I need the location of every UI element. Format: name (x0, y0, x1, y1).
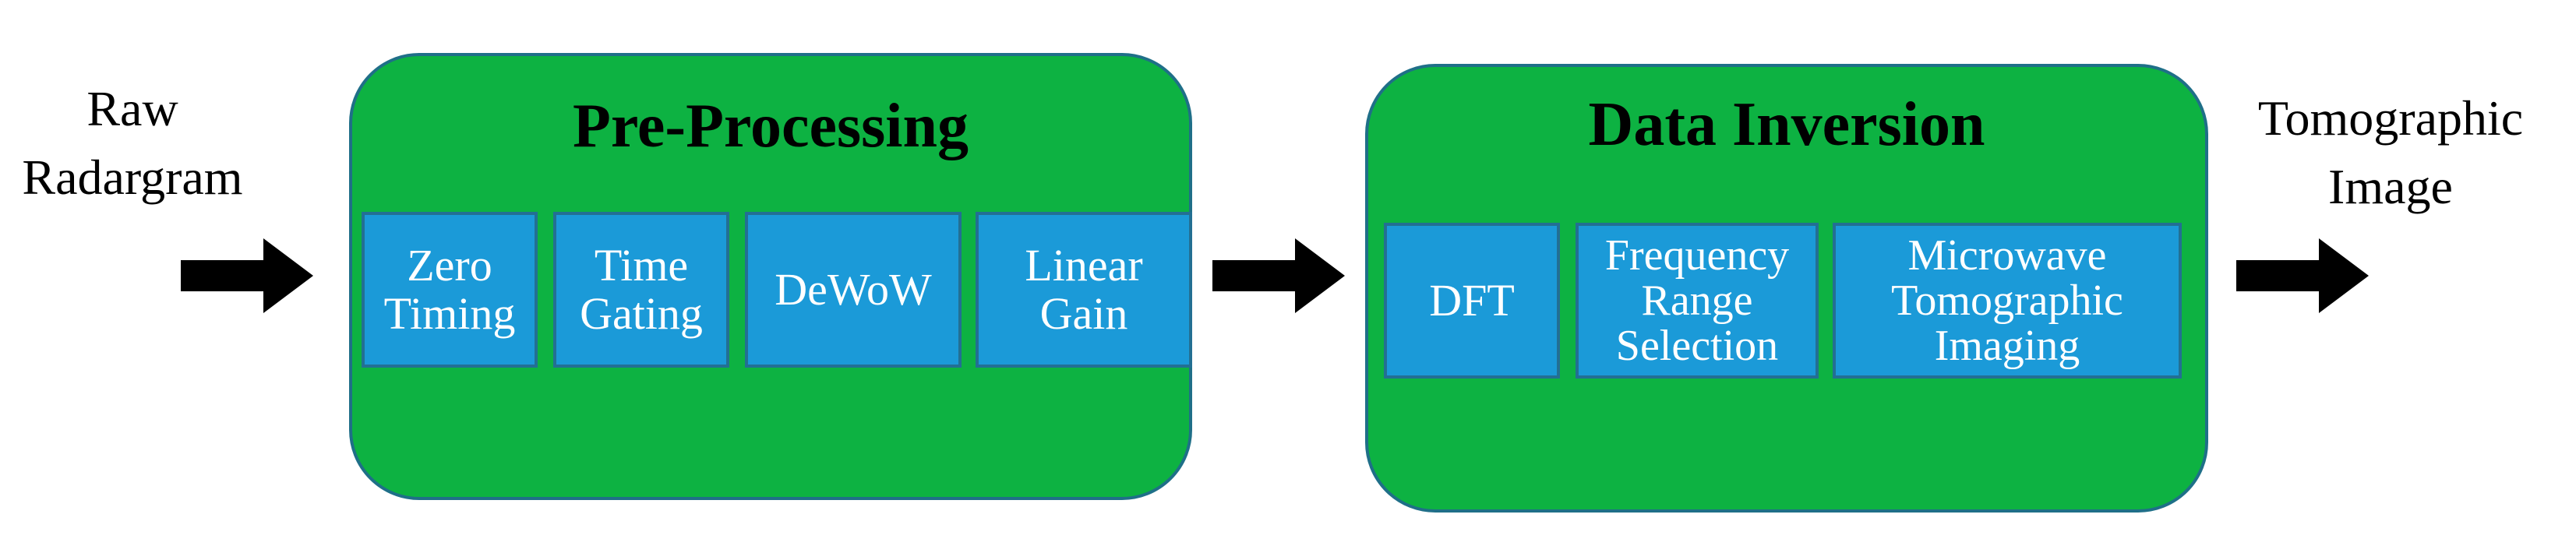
step-label-line: Zero (407, 240, 492, 291)
stage-title: Data Inversion (1588, 90, 1985, 159)
output-label: Tomographic Image (2227, 84, 2554, 221)
stage-preprocessing: Pre-Processing Zero Timing Time Gating D… (349, 53, 1192, 500)
step-zero-timing: Zero Timing (362, 212, 538, 368)
arrow-shape (1212, 238, 1345, 313)
arrow-right-icon (2236, 238, 2369, 313)
arrow-shape (181, 238, 313, 313)
stage-data-inversion: Data Inversion DFT Frequency Range Selec… (1365, 64, 2208, 513)
step-dewow: DeWoW (745, 212, 962, 368)
output-label-line: Tomographic (2257, 90, 2524, 146)
step-label-line: Imaging (1934, 322, 2080, 370)
step-label-line: DFT (1429, 275, 1515, 326)
input-label: Raw Radargram (16, 75, 249, 212)
step-label-line: Timing (383, 288, 516, 339)
stage-title: Pre-Processing (572, 92, 969, 160)
arrow-shape (2236, 238, 2369, 313)
step-label-line: Microwave (1907, 231, 2107, 280)
step-label-line: Gating (580, 288, 703, 339)
step-label-line: DeWoW (775, 264, 932, 315)
step-label-line: Selection (1615, 322, 1779, 370)
step-dft: DFT (1384, 223, 1560, 379)
arrow-right-icon (1212, 238, 1345, 313)
step-label-line: Frequency (1604, 231, 1790, 280)
step-label-line: Linear (1025, 240, 1143, 291)
output-label-line: Image (2328, 159, 2453, 214)
step-label-line: Time (594, 240, 689, 291)
input-label-line: Raw (86, 81, 178, 136)
step-frequency-range-selection: Frequency Range Selection (1576, 223, 1819, 379)
step-label-line: Range (1641, 277, 1753, 325)
step-label-line: Gain (1039, 288, 1128, 339)
step-microwave-tomographic-imaging: Microwave Tomographic Imaging (1833, 223, 2182, 379)
step-linear-gain: Linear Gain (976, 212, 1192, 368)
input-label-line: Radargram (22, 150, 243, 205)
step-label-line: Tomographic (1891, 277, 2123, 325)
arrow-right-icon (181, 238, 313, 313)
step-time-gating: Time Gating (553, 212, 729, 368)
